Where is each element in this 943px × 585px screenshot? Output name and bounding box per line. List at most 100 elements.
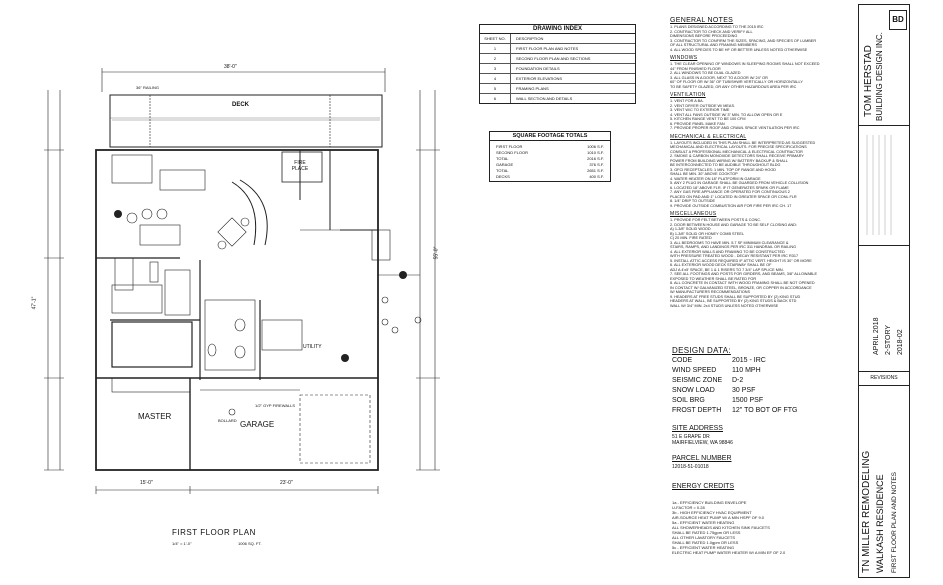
sheet-desc: FRAMING PLANS (516, 86, 549, 91)
note-line: 5c - EFFICIENT WATER HEATING (672, 545, 735, 550)
ventilation-title: VENTILATION (670, 92, 706, 98)
table-row: 3 FOUNDATION DETAILS (480, 64, 635, 74)
title-block: TOM HERSTAD BUILDING DESIGN INC. BD APRI… (858, 4, 910, 578)
sqft-value: 400 S.F. (589, 173, 604, 179)
note-line: 2. DOOR BETWEEN HOUSE AND GARAGE TO BE S… (670, 222, 798, 227)
note-line: 3. ALL BEDROOMS TO HAVE MIN. 5.7 SF MINI… (670, 240, 789, 245)
sqft-value: 376 S.F. (589, 161, 604, 167)
sheet-no: 6 (480, 94, 511, 103)
note-line: POWER FROM BUILDING WIRING W/ BATTERY BA… (670, 158, 788, 163)
note-line: U-FACTOR = 0.28 (672, 505, 705, 510)
note-line: 3. ALL GLASS IN A DOOR, NEXT TO A DOOR W… (670, 75, 768, 80)
master-label: MASTER (138, 412, 172, 421)
sheet-no: 4 (480, 74, 511, 83)
energy-credits: ENERGY CREDITS 1a - EFFICIENCY BUILDING … (672, 482, 852, 555)
note-line: 1a - EFFICIENCY BUILDING ENVELOPE (672, 500, 747, 505)
dim-bottom-b: 23'-0" (280, 480, 293, 486)
note-line: OF ALL STRUCTURAL AND FRAMING MEMBERS (670, 43, 757, 47)
utility-label: UTILITY (303, 344, 322, 350)
sqft-label: TOTAL (496, 167, 509, 173)
project-name: TN MILLER REMODELING (861, 450, 872, 573)
note-line: SHALL BE RATED 1.75gpm OR LESS (672, 530, 741, 535)
note-line: ELECTRIC HEAT PUMP WATER HEATER W/ A MIN… (672, 550, 786, 555)
story: 2-STORY (885, 324, 892, 355)
sheet-desc: WALL SECTION AND DETAILS (516, 96, 573, 101)
plan-scale: 1/4" = 1'-0" (172, 541, 192, 546)
site-line2: MAIRFIELVIEW, WA 98846 (672, 440, 733, 446)
sqft-label: GARAGE (496, 161, 514, 167)
note-line: 5. KITCHEN RANGE VENT TO BE 100 CFM (670, 117, 746, 121)
design-key: SEISMIC ZONE (672, 377, 723, 384)
note-line: IN CONTACT W/ GALVANIZED STEEL, BRONZE, … (670, 285, 812, 290)
note-line: 7. PROVIDE PROPER ROOF AND CRAWL SPACE V… (670, 126, 800, 130)
note-line: W/ MANUFACTURERS RECOMMENDATIONS (670, 290, 751, 294)
note-line: DIMENSIONS BEFORE PROCEEDING (670, 34, 738, 38)
site-title: SITE ADDRESS (672, 425, 723, 432)
dim-top: 38'-0" (224, 64, 237, 70)
note-line: SHALL BE RATED 1.0gpm OR LESS (672, 540, 739, 545)
note-line: 1. LAYOUTS INCLUDED IN THIS PLAN SHALL B… (670, 140, 816, 145)
note-line: HEADERS AT WALL, BE SUPPORTED BY (2) KIN… (670, 299, 797, 303)
col-sheet: SHEET NO. (480, 34, 511, 43)
sqft-value: 1010 S.F. (587, 149, 604, 155)
note-line: 9. PROVIDE OUTSIDE COMBUSTION AIR FOR FI… (670, 203, 792, 208)
note-line: 2. VENT DRYER OUTSIDE W/ MEAS. (670, 103, 736, 108)
note-line: 7. ANY GAS FIRE APPLIANCE OR OPERATED FO… (670, 190, 790, 194)
sheet-desc: FOUNDATION DETAILS (516, 66, 560, 71)
note-line: 8. 1/4" DRIP TO OUTSIDE (670, 199, 716, 203)
note-line: 4. ALL WOOD SPECIES TO BE HF OR BETTER U… (670, 47, 808, 52)
sqft-value: 2016 S.F. (587, 155, 604, 161)
plan-area: 1006 SQ. FT. (238, 541, 262, 546)
table-row: 6 WALL SECTION AND DETAILS (480, 94, 635, 103)
note-line: C) 20 MIN. FIRE RATED (670, 236, 712, 240)
note-line: 1. THE CLEAR OPENING OF WINDOWS IN SLEEP… (670, 62, 820, 66)
note-line: A) 1-3/8" SOLID WOOD (670, 227, 711, 231)
sheet-no: 3 (480, 64, 511, 73)
note-line: SHALL BE MIN. 30" ABOVE COOKTOP (670, 172, 738, 176)
misc-title: MISCELLANEOUS (670, 211, 717, 217)
sheet-desc: SECOND FLOOR PLAN AND SECTIONS (516, 56, 591, 61)
note-line: WALL W/ 3/4" MIN. 2x4 STUDS UNLESS NOTED… (670, 303, 779, 308)
note-line: 6. LOCATED 18" ABOVE FLR. IF IT GENERATE… (670, 185, 789, 190)
note-line: 3. GFCI RECEPTACLES: 1 MIN. TOP OF RANGE… (670, 167, 777, 172)
sqft-value: 1006 S.F. (587, 143, 604, 149)
design-key: CODE (672, 357, 693, 364)
note-line: 4. WATER HEATER ON 18" PLATFORM IN GARAG… (670, 176, 761, 181)
note-line: ALL OTHER LAVATORY FAUCETS (672, 535, 735, 540)
windows-title: WINDOWS (670, 55, 698, 61)
note-line: 60" OF FLOOR OR W/ 36" OF TUB/SHWR VERTI… (670, 80, 803, 84)
residence-name: WALKASH RESIDENCE (875, 474, 885, 573)
energy-list: 1a - EFFICIENCY BUILDING ENVELOPE U-FACT… (672, 500, 852, 555)
note-line: AIR-SOURCE HEAT PUMP W/ A MIN HSPF OF 9.… (672, 515, 765, 520)
firewalls-label: 1/2" GYP FIREWALLS (255, 403, 296, 408)
revisions-label: REVISIONS (859, 371, 909, 386)
design-key: WIND SPEED (672, 367, 717, 374)
mech-title: MECHANICAL & ELECTRICAL (670, 133, 747, 140)
sheet-title: FIRST FLOOR PLAN AND NOTES (891, 471, 898, 573)
table-row: 2 SECOND FLOOR PLAN AND SECTIONS (480, 54, 635, 64)
project-block: TN MILLER REMODELING WALKASH RESIDENCE F… (859, 425, 909, 577)
sqft-label: FIRST FLOOR (496, 143, 523, 149)
bollard-label: BOLLARD (218, 418, 237, 423)
note-line: 1. VENT FOR A BA. (670, 99, 704, 103)
plan-title: FIRST FLOOR PLAN (172, 528, 256, 537)
note-line: 5. ANY 2 PLUG IN GARAGE SHALL BE GUARDED… (670, 181, 809, 185)
design-data-title: DESIGN DATA: (672, 346, 731, 355)
note-line: 9. HEADERS AT FREE STUDS SHALL BE SUPPOR… (670, 294, 801, 299)
date: APRIL 2018 (873, 317, 880, 356)
date-block: APRIL 2018 2-STORY 2018-02 (859, 245, 909, 372)
logo: BD (889, 10, 907, 30)
note-line: PLACED ON PAD AND 1" LOCATED IN GREATER … (670, 194, 797, 199)
dim-right: 55'-0" (433, 246, 440, 260)
sheet-no: 2 (480, 54, 511, 63)
note-line: 6. ALL EXTERIOR WOOD DECK STAIRWAY SHALL… (670, 263, 772, 267)
sqft-value: 2651 S.F. (587, 167, 604, 173)
